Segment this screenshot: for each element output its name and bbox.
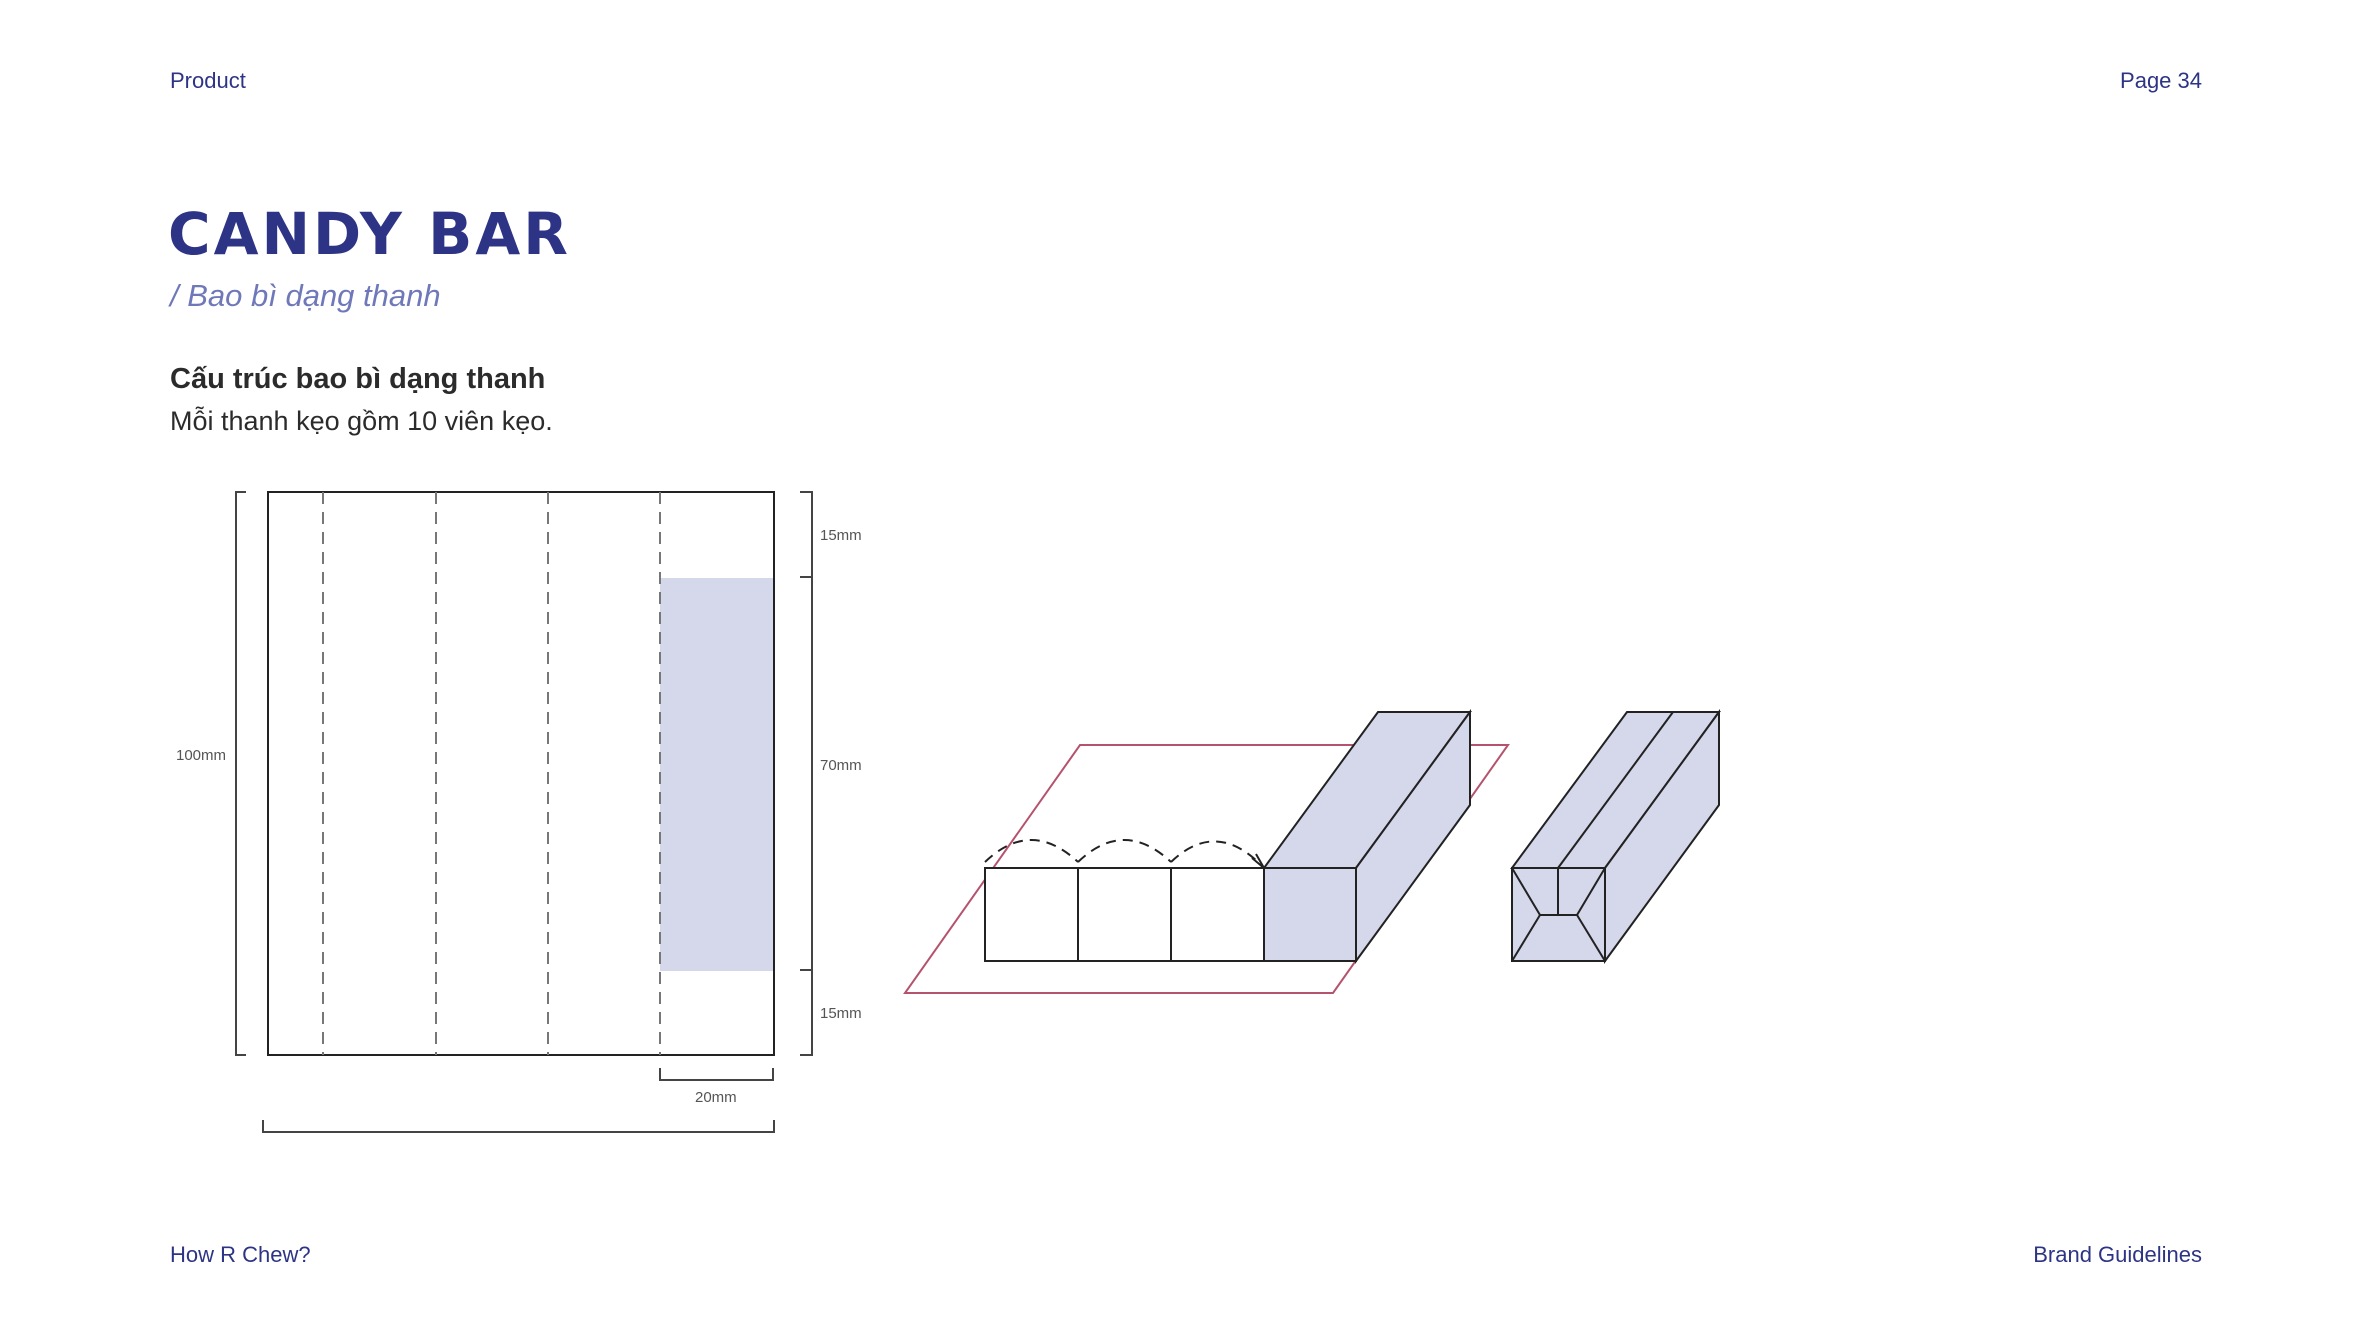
panel-width-label: 20mm	[695, 1089, 737, 1106]
candy-cube	[1170, 867, 1265, 962]
bar-end-flap	[1576, 914, 1606, 962]
top-margin-label: 15mm	[820, 527, 862, 544]
dieline-outline	[267, 491, 775, 1056]
arrow-head	[1251, 853, 1265, 869]
bottom-margin-label: 15mm	[820, 1005, 862, 1022]
footer-document-name: Brand Guidelines	[2033, 1242, 2202, 1267]
prism-front	[1263, 867, 1357, 962]
panel-width-bracket	[659, 1068, 774, 1081]
roll-arc	[1077, 839, 1172, 863]
roll-arc	[984, 839, 1079, 863]
header-page-number: Page 34	[2120, 68, 2202, 93]
page-title: CANDY BAR	[168, 200, 571, 268]
header-section-label: Product	[170, 68, 246, 93]
highlight-panel	[660, 578, 773, 971]
bottom-margin-bracket	[800, 969, 813, 1056]
top-margin-bracket	[800, 491, 813, 578]
folding-illustration	[903, 708, 1510, 994]
flat-dieline: 100mm 15mm 70mm 15mm 20mm	[176, 491, 862, 1133]
bar-top-seam	[1557, 711, 1674, 869]
middle-label: 70mm	[820, 757, 862, 774]
footer-brand: How R Chew?	[170, 1242, 311, 1267]
height-bracket	[235, 491, 246, 1056]
total-width-bracket	[262, 1120, 775, 1133]
section-description: Mỗi thanh kẹo gồm 10 viên kẹo.	[170, 406, 553, 436]
closed-candy-bar	[1510, 708, 1721, 965]
candy-cube	[1077, 867, 1172, 962]
roll-arc	[1170, 840, 1265, 869]
height-dimension-label: 100mm	[176, 747, 226, 764]
page-subtitle: / Bao bì dạng thanh	[170, 278, 441, 313]
bar-end-flap	[1511, 914, 1541, 962]
section-heading: Cấu trúc bao bì dạng thanh	[170, 363, 546, 395]
candy-cube	[984, 867, 1079, 962]
middle-bracket	[800, 576, 813, 971]
